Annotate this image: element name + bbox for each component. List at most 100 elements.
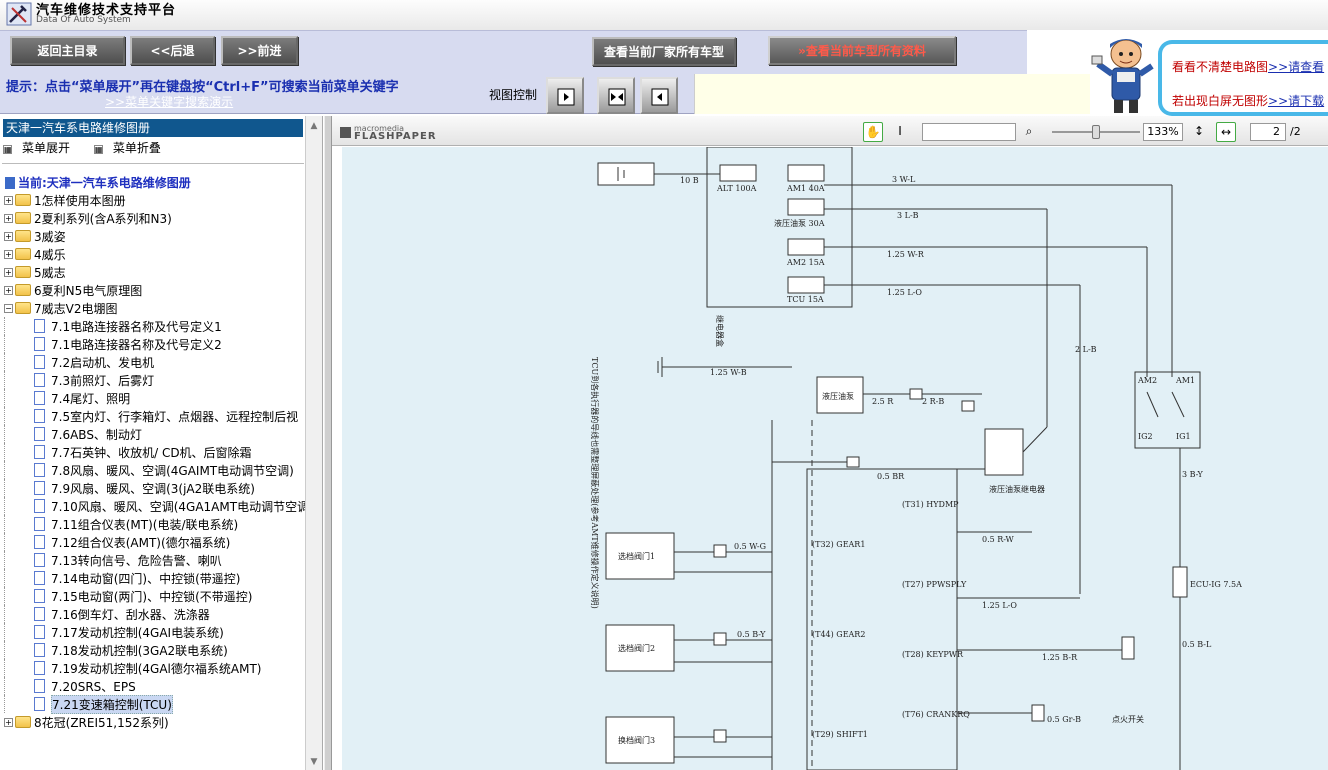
tree-item[interactable]: 7.14电动窗(四门)、中控锁(带遥控) [4,569,240,587]
scroll-up-icon[interactable]: ▲ [310,121,318,131]
all-models-button[interactable]: 查看当前厂家所有车型 [592,37,736,66]
tree-folder[interactable]: +3威姿 [4,227,66,245]
search-icon[interactable]: ⌕ [1025,124,1033,138]
expand-toggle-icon[interactable]: + [4,195,13,205]
forward-button[interactable]: >>前进 [221,36,298,65]
tree-guide [4,659,34,677]
tree-panel: 天津一汽车系电路维修图册 ▦菜单展开 ▦菜单折叠 当前:天津一汽车系电路维修图册… [0,116,323,770]
document-icon [34,409,45,423]
page-total: /2 [1290,125,1301,138]
switch-label: AM2 [1137,376,1157,385]
tree-item[interactable]: 7.4尾灯、照明 [4,389,130,407]
search-input[interactable] [922,123,1016,141]
tree-item[interactable]: 7.17发动机控制(4GAI电装系统) [4,623,224,641]
view-split-button[interactable] [597,77,635,114]
pin-label: (T76) CRANKRQ [902,710,970,719]
download-link[interactable]: >>请下载 [1268,94,1325,108]
view-expand-button[interactable] [546,77,584,114]
tree-item[interactable]: 7.1电路连接器名称及代号定义1 [4,317,222,335]
tree-item[interactable]: 7.20SRS、EPS [4,677,136,695]
tree-item[interactable]: 7.15电动窗(两门)、中控锁(不带遥控) [4,587,252,605]
tree-item[interactable]: 7.1电路连接器名称及代号定义2 [4,335,222,353]
tree-item[interactable]: 7.7石英钟、收放机/ CD机、后窗除霜 [4,443,252,461]
tree-item[interactable]: 7.8风扇、暖风、空调(4GAIMT电动调节空调) [4,461,294,479]
view-collapse-button[interactable] [640,77,678,114]
tree-item[interactable]: 7.21变速箱控制(TCU) [4,694,173,714]
tree-item[interactable]: 7.11组合仪表(MT)(电装/联电系统) [4,515,238,533]
item-label: 7.20SRS、EPS [51,679,136,694]
tree-item[interactable]: 7.2启动机、发电机 [4,353,154,371]
home-button[interactable]: 返回主目录 [10,36,125,65]
tree-item[interactable]: 7.10风扇、暖风、空调(4GA1AMT电动调节空调 [4,497,309,515]
expand-toggle-icon[interactable]: + [4,267,13,277]
panel-splitter[interactable] [324,116,332,770]
tree-controls: ▦菜单展开 ▦菜单折叠 [3,139,181,156]
expand-toggle-icon[interactable]: + [4,249,13,259]
expand-menu[interactable]: ▦菜单展开 [3,141,80,155]
tree-item[interactable]: 7.5室内灯、行李箱灯、点烟器、远程控制后视 [4,407,298,425]
tree-folder[interactable]: +6夏利N5电气原理图 [4,281,142,299]
expand-toggle-icon[interactable]: + [4,231,13,241]
tree-guide [4,371,34,389]
tree-guide [4,551,34,569]
fuse-label: AM2 15A [786,258,825,267]
search-demo-link[interactable]: >>菜单关键字搜索演示 [105,95,234,109]
folder-label: 2夏利系列(含A系列和N3) [34,211,172,226]
tree-folder[interactable]: +8花冠(ZREI51,152系列) [4,713,169,731]
tree-item[interactable]: 7.6ABS、制动灯 [4,425,142,443]
tree-guide [4,641,34,659]
app-title: 汽车维修技术支持平台 [36,3,177,18]
tree-folder[interactable]: +2夏利系列(含A系列和N3) [4,209,172,227]
expand-toggle-icon[interactable]: + [4,717,13,727]
tree-guide [4,461,34,479]
document-icon [34,553,45,567]
tree-folder[interactable]: +5威志 [4,263,66,281]
tree-folder[interactable]: +4威乐 [4,245,66,263]
fuse-label: AM1 40A [786,184,825,193]
tree-item[interactable]: 7.13转向信号、危险告警、喇叭 [4,551,222,569]
current-catalog-label: 当前:天津一汽车系电路维修图册 [18,176,191,190]
tree-guide [4,497,34,515]
view-link[interactable]: >>请查看 [1268,60,1325,74]
fuse-label: TCU 15A [787,295,824,304]
tree-item[interactable]: 7.9风扇、暖风、空调(3(jA2联电系统) [4,479,255,497]
collapse-label: 菜单折叠 [112,141,161,155]
document-icon [34,427,45,441]
zoom-level[interactable]: 133% [1143,123,1183,141]
wire-label: 3 W-L [892,175,916,184]
expand-toggle-icon[interactable]: + [4,285,13,295]
zoom-slider-handle[interactable] [1092,125,1100,139]
document-icon [34,445,45,459]
hand-tool-icon[interactable]: ✋ [863,122,883,142]
document-icon [34,661,45,675]
tree-item[interactable]: 7.16倒车灯、刮水器、洗涤器 [4,605,210,623]
expand-toggle-icon[interactable]: + [4,213,13,223]
notice-text-1: 看看不清楚电路图 [1172,60,1269,74]
all-docs-button[interactable]: »查看当前车型所有资料 [768,36,956,65]
text-select-icon[interactable]: I [898,124,902,138]
item-label: 7.13转向信号、危险告警、喇叭 [51,553,222,568]
tree-folder[interactable]: −7威志V2电堋图 [4,299,117,317]
item-label: 7.15电动窗(两门)、中控锁(不带遥控) [51,589,253,604]
tree-item[interactable]: 7.19发动机控制(4GAl德尔福系统AMT) [4,659,261,677]
back-button[interactable]: <<后退 [130,36,215,65]
tree-folder[interactable]: +1怎样使用本图册 [4,191,126,209]
collapse-toggle-icon[interactable]: − [4,303,13,313]
fuse-label: ECU-IG 7.5A [1190,580,1242,589]
collapse-menu[interactable]: ▦菜单折叠 [93,141,171,155]
tree-item[interactable]: 7.18发动机控制(3GA2联电系统) [4,641,228,659]
fit-width-icon[interactable]: ↔ [1216,122,1236,142]
fit-height-icon[interactable]: ↕ [1193,124,1205,138]
tree-item[interactable]: 7.3前照灯、后雾灯 [4,371,154,389]
wrench-logo-icon [6,2,32,26]
folder-icon [15,194,31,206]
tree-scrollbar[interactable]: ▲ ▼ [305,116,322,770]
page-number-input[interactable]: 2 [1250,123,1286,141]
component-label: 点火开关 [1112,714,1144,724]
scroll-down-icon[interactable]: ▼ [310,757,318,767]
document-icon [34,337,45,351]
tree-guide [4,533,34,551]
tree-item[interactable]: 7.12组合仪表(AMT)(德尔福系统) [4,533,230,551]
folder-label: 3威姿 [34,229,66,244]
item-label: 7.7石英钟、收放机/ CD机、后窗除霜 [51,445,252,460]
